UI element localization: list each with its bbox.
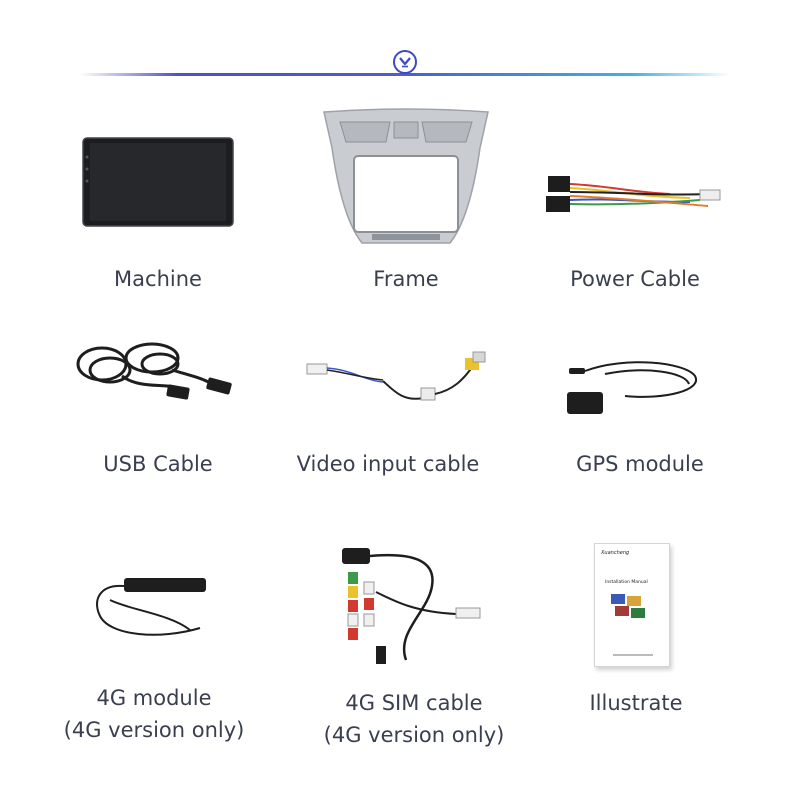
item-title: 4G module [96,686,212,710]
power-cable-image [540,172,730,217]
scroll-down-button[interactable] [393,50,417,74]
item-title: Frame [373,267,439,291]
item-title: GPS module [576,452,704,476]
item-title: USB Cable [103,452,213,476]
section-divider [80,73,730,76]
item-title: Power Cable [570,267,700,291]
installation-manual-image: Xuancheng Installation Manual [594,543,670,667]
machine-image [82,137,234,227]
4g-sim-cable-image [336,542,494,667]
manual-title: Installation Manual [605,580,648,585]
chevron-down-icon [399,57,411,68]
item-title: Illustrate [589,691,683,715]
usb-cable-image [72,336,237,406]
manual-brand: Xuancheng [601,550,630,556]
4g-module-image [90,570,215,642]
gps-module-image [565,356,705,418]
frame-image [320,108,492,248]
item-title: Video input cable [296,452,480,476]
manual-illustration [611,594,651,618]
item-note: (4G version only) [323,723,505,747]
item-title: 4G SIM cable [345,691,483,715]
video-input-cable-image [303,350,493,408]
item-title: Machine [114,267,202,291]
item-note: (4G version only) [63,718,245,742]
